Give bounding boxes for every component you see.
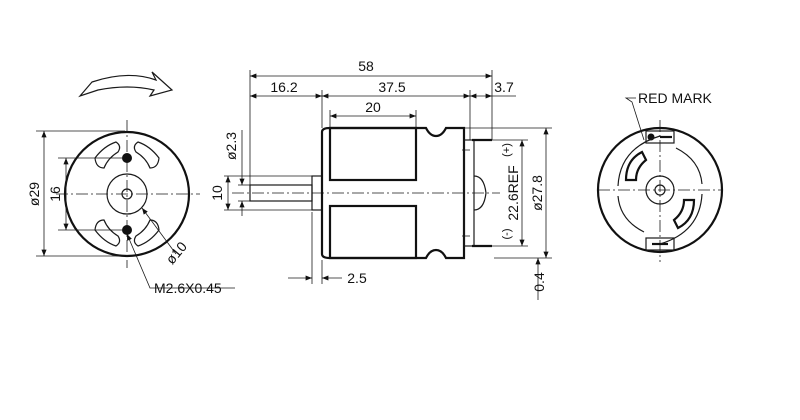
- screw-hole-top: [122, 153, 132, 163]
- vent-slot-top-right: [133, 141, 160, 169]
- vent-slot-bottom-left: [94, 219, 121, 247]
- dim-shaft-diameter: ø2.3: [223, 132, 239, 160]
- front-boss-outer: [106, 173, 148, 215]
- dim-body-length: 37.5: [378, 79, 405, 95]
- dim-shaft-height: 10: [209, 185, 225, 201]
- brush-holder-right: [672, 198, 696, 230]
- dim-hole-spacing: 16: [47, 186, 63, 202]
- vent-slot-top-left: [94, 141, 121, 169]
- terminal-plus-label: (+): [501, 143, 513, 157]
- front-view: ø29 16 ø10 M2.6X0.45: [26, 71, 235, 296]
- rear-bearing: [473, 175, 487, 211]
- rear-view: RED MARK: [596, 90, 724, 262]
- screw-hole-bottom: [122, 225, 132, 235]
- dim-body-diameter: ø27.8: [529, 175, 545, 211]
- dim-magnet-length: 20: [365, 99, 381, 115]
- rear-boss-outer: [645, 175, 675, 205]
- rear-terminal-top: [645, 130, 675, 144]
- side-view: 58 16.2 37.5 3.7 20 ø2.3 10 2.5: [209, 58, 552, 300]
- rear-terminal-bottom: [645, 237, 675, 251]
- magnet-bottom: [328, 204, 418, 260]
- dim-front-face-diameter: ø29: [26, 182, 42, 206]
- rear-arc-right: [675, 147, 703, 185]
- rotation-arrow-icon: [78, 71, 174, 98]
- rear-boss-inner: [654, 184, 666, 196]
- rear-arc-left: [617, 195, 645, 233]
- red-mark-label: RED MARK: [638, 90, 713, 106]
- dim-front-gap: 2.5: [347, 270, 367, 286]
- dim-terminal-ref: 22.6REF: [505, 165, 521, 220]
- dim-shaft-length: 16.2: [270, 79, 297, 95]
- dim-screw-thread: M2.6X0.45: [154, 280, 222, 296]
- vent-slot-bottom-right: [133, 219, 160, 247]
- dim-bottom-gap: 0.4: [531, 272, 547, 292]
- rear-end-cap: [463, 139, 475, 247]
- dim-overall-length: 58: [358, 58, 374, 74]
- front-boss-inner: [121, 188, 133, 200]
- dim-terminal-length: 3.7: [494, 79, 514, 95]
- magnet-top: [328, 126, 418, 182]
- terminal-minus-label: (-): [501, 229, 513, 240]
- brush-holder-left: [624, 150, 648, 182]
